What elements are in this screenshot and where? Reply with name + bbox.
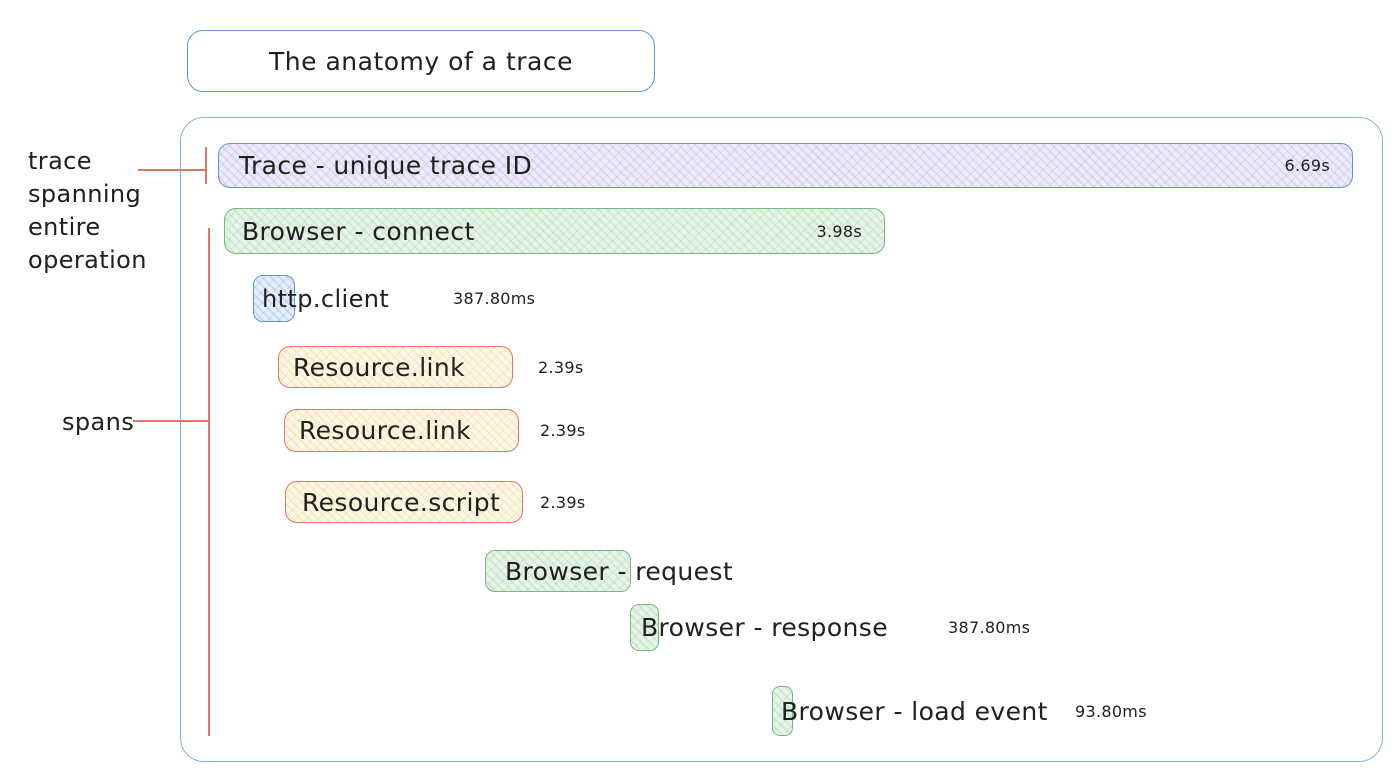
span-label: http.client bbox=[262, 284, 390, 313]
span-label: Resource.link bbox=[299, 416, 472, 445]
trace-note-tick bbox=[205, 147, 207, 184]
span-label: Browser - response bbox=[641, 613, 888, 642]
trace-note: trace spanning entire operation bbox=[28, 147, 147, 274]
span-resource-script: Resource.script bbox=[285, 481, 523, 523]
title-card: The anatomy of a trace bbox=[187, 30, 655, 92]
span-browser-load-event-bar bbox=[772, 686, 793, 736]
trace-bar-duration: 6.69s bbox=[1284, 156, 1330, 175]
spans-note-connector-line bbox=[133, 420, 209, 422]
span-browser-connect: Browser - connect 3.98s bbox=[224, 208, 885, 254]
spans-guide-line bbox=[208, 228, 210, 736]
span-duration: 2.39s bbox=[540, 421, 586, 440]
span-resource-link-1: Resource.link bbox=[278, 346, 513, 388]
span-browser-response-bar bbox=[630, 604, 659, 651]
span-duration: 387.80ms bbox=[948, 618, 1031, 637]
span-duration: 93.80ms bbox=[1075, 701, 1147, 721]
span-duration: 387.80ms bbox=[453, 289, 536, 308]
diagram-container bbox=[180, 117, 1383, 762]
span-label: Browser - connect bbox=[242, 216, 475, 246]
span-http-client-bar bbox=[253, 275, 295, 322]
span-label: Browser - request bbox=[505, 556, 734, 586]
span-duration: 2.39s bbox=[540, 492, 586, 512]
trace-bar: Trace - unique trace ID 6.69s bbox=[218, 143, 1353, 188]
span-duration: 3.98s bbox=[816, 221, 862, 241]
span-browser-request-bar bbox=[485, 550, 631, 592]
span-duration: 2.39s bbox=[538, 357, 584, 377]
span-label: Resource.link bbox=[293, 352, 466, 382]
trace-note-connector-line bbox=[138, 169, 206, 171]
span-label: Resource.script bbox=[302, 487, 501, 517]
span-resource-link-2: Resource.link bbox=[284, 409, 519, 452]
diagram-title: The anatomy of a trace bbox=[269, 46, 573, 76]
trace-bar-label: Trace - unique trace ID bbox=[239, 151, 533, 180]
spans-note: spans bbox=[62, 408, 135, 436]
span-label: Browser - load event bbox=[781, 696, 1048, 726]
